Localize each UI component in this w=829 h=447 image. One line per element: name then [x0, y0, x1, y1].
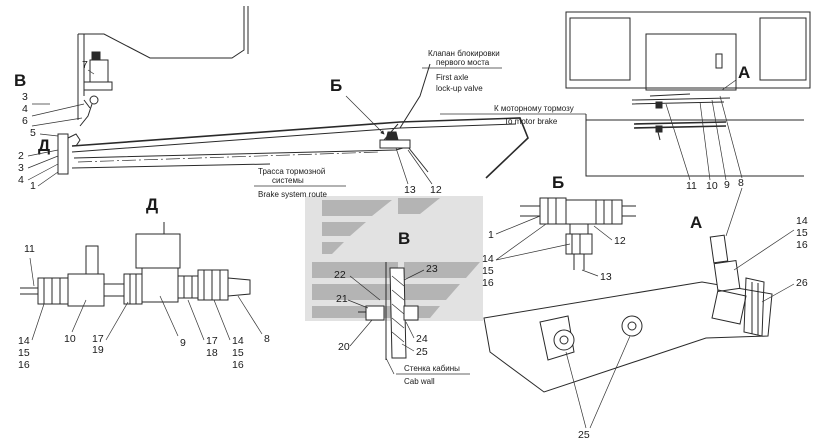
view-label-b: Б — [330, 76, 342, 95]
watermark-stripe-1 — [322, 200, 392, 216]
caption-wall-en: Cab wall — [404, 377, 435, 386]
b-callout-15: 15 — [482, 265, 494, 277]
d-callout-8: 8 — [264, 333, 270, 345]
watermark-stripe-2 — [322, 222, 366, 236]
v-callout-21: 21 — [336, 293, 348, 305]
mount-bracket — [57, 133, 81, 175]
detail-a-assembly — [483, 234, 773, 393]
v-callout-20: 20 — [338, 341, 350, 353]
caption-wall-ru: Стенка кабины — [404, 364, 460, 373]
watermark-stripe-4 — [398, 198, 440, 214]
callout-2: 2 — [18, 150, 24, 162]
chassis-top-right — [565, 11, 811, 177]
callout-4-low: 4 — [18, 174, 24, 186]
d-callout-16-left: 16 — [18, 359, 30, 371]
callout-6: 6 — [22, 115, 28, 127]
d-callout-15-left: 15 — [18, 347, 30, 359]
d-callout-16-right: 16 — [232, 359, 244, 371]
d-callout-17-right: 17 — [206, 335, 218, 347]
view-label-v: В — [14, 71, 26, 90]
a-callout-15: 15 — [796, 227, 808, 239]
b-callout-16: 16 — [482, 277, 494, 289]
b-callout-13: 13 — [600, 271, 612, 283]
detail-v-assembly — [358, 262, 419, 360]
v-callout-22: 22 — [334, 269, 346, 281]
v-callout-23: 23 — [426, 263, 438, 275]
d-callout-15-right: 15 — [232, 347, 244, 359]
b-callout-1: 1 — [488, 229, 494, 241]
a-callout-26: 26 — [796, 277, 808, 289]
callout-1: 1 — [30, 180, 36, 192]
detail-d-assembly — [20, 222, 251, 307]
b-callout-12: 12 — [614, 235, 626, 247]
d-callout-17-left: 17 — [92, 333, 104, 345]
callout-4-top: 4 — [22, 103, 28, 115]
detail-title-a: А — [690, 213, 702, 232]
detail-title-d: Д — [146, 195, 158, 214]
detail-title-b: Б — [552, 173, 564, 192]
caption-valve-en-2: lock-up valve — [436, 84, 483, 93]
callout-5: 5 — [30, 127, 36, 139]
callout-13-main: 13 — [404, 184, 416, 196]
callout-12-main: 12 — [430, 184, 442, 196]
caption-motor-ru: К моторному тормозу — [494, 104, 574, 113]
watermark-stripe-7 — [312, 306, 398, 318]
detail-title-v: В — [398, 229, 410, 248]
a-callout-14: 14 — [796, 215, 808, 227]
callout-3-low: 3 — [18, 162, 24, 174]
d-callout-11: 11 — [24, 243, 35, 255]
a-callout-25: 25 — [578, 429, 590, 441]
b-callout-14: 14 — [482, 253, 494, 265]
caption-route-ru-2: системы — [272, 176, 304, 185]
watermark-stripe-5 — [312, 262, 398, 278]
caption-valve-ru-1: Клапан блокировки — [428, 49, 500, 58]
watermark-stripe-8 — [404, 262, 480, 278]
callout-8-top: 8 — [738, 177, 744, 189]
caption-route-ru-1: Трасса тормозной — [258, 167, 325, 176]
d-callout-9: 9 — [180, 337, 186, 349]
callout-10-top: 10 — [706, 180, 718, 192]
d-callout-14-left: 14 — [18, 335, 30, 347]
view-label-d: Д — [38, 136, 50, 155]
watermark-stripe-6 — [312, 284, 398, 300]
d-callout-19: 19 — [92, 344, 104, 356]
watermark-stripe-9 — [404, 284, 460, 300]
callout-11-top: 11 — [686, 180, 697, 192]
callout-7: 7 — [82, 59, 88, 71]
caption-route-en: Brake system route — [258, 190, 327, 199]
caption-valve-ru-2: первого моста — [436, 58, 490, 67]
watermark-stripe-3 — [322, 242, 344, 254]
detail-b-assembly — [520, 197, 636, 270]
v-callout-24: 24 — [416, 333, 428, 345]
callout-9-top: 9 — [724, 179, 730, 191]
callout-3-top: 3 — [22, 91, 28, 103]
v-callout-25: 25 — [416, 346, 428, 358]
caption-valve-en-1: First axle — [436, 73, 469, 82]
view-label-a-top: А — [738, 63, 750, 82]
lockup-valve-main — [379, 131, 411, 149]
caption-motor-en: To motor brake — [504, 117, 558, 126]
a-callout-16: 16 — [796, 239, 808, 251]
d-callout-10: 10 — [64, 333, 76, 345]
d-callout-14-right: 14 — [232, 335, 244, 347]
d-callout-18: 18 — [206, 347, 218, 359]
